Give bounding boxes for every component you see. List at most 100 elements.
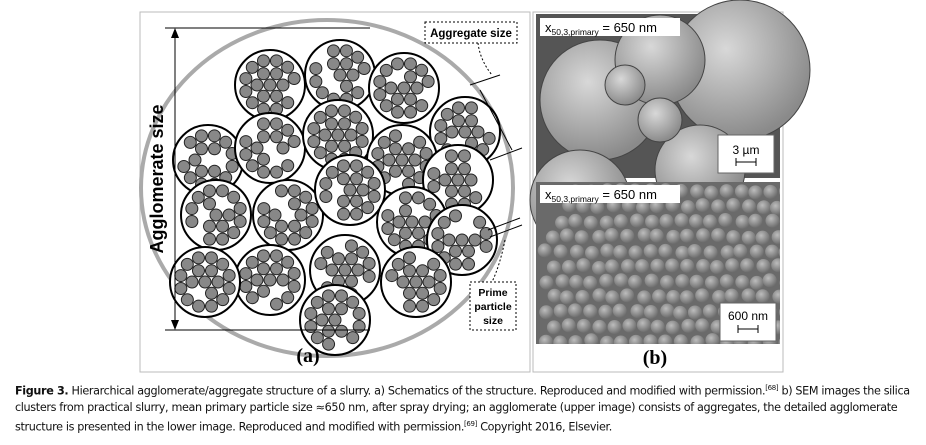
primary-particle [438,173,452,187]
reference[interactable]: [68] [765,384,779,392]
sem-particle [675,274,690,289]
sem-particle [719,274,734,289]
primary-particle [276,141,290,155]
sem-particle [644,273,659,288]
primary-particle [191,264,205,278]
sem-particle [583,275,598,290]
sem-particle [765,213,780,228]
primary-particle [275,219,289,233]
primary-particle [409,275,423,289]
primary-particle [352,306,366,320]
sem-particle [592,319,607,334]
prime-label: particle [474,301,512,313]
bottom-annotation: x50,3,primary = 650 nm [545,187,657,204]
sem-particle [599,215,614,230]
primary-particle [315,86,329,100]
sem-particle [605,290,620,305]
sem-particle [755,289,770,304]
reference[interactable]: [69] [464,419,478,428]
primary-particle [314,257,328,271]
primary-particle [434,132,448,146]
primary-particle [256,67,270,81]
sem-particle [733,244,748,259]
sem-particle [778,308,780,317]
primary-particle [336,172,350,186]
primary-particle [215,184,229,198]
sem-particle [620,228,635,243]
primary-particle [207,129,221,143]
primary-particle [338,263,352,277]
primary-particle [239,135,253,149]
sem-particle [687,243,702,258]
primary-particle [397,81,411,95]
sem-particle [650,319,665,334]
primary-particle [245,60,259,74]
primary-particle [346,68,360,82]
primary-particle [239,72,253,86]
primary-particle [373,75,387,89]
primary-particle [209,208,223,222]
primary-particle [227,226,241,240]
top-annotation: x50,3,primary = 650 nm [545,20,657,37]
primary-particle [381,222,395,236]
primary-particle [263,78,277,92]
sem-particle [690,335,705,344]
primary-particle [205,299,219,313]
sem-particle [778,187,780,196]
primary-particle [457,162,471,176]
aggregate [234,112,306,184]
sem-particle [734,184,749,199]
primary-particle [268,208,282,222]
sem-particle [576,258,591,273]
primary-particle [482,131,496,145]
sem-particle [659,214,674,229]
primary-particle [315,313,329,327]
sem-particle [779,280,780,286]
primary-particle [427,293,441,307]
primary-particle [381,209,395,223]
sem-particle [645,214,660,229]
sem-particle [590,200,605,215]
primary-particle [367,176,381,190]
primary-particle [349,110,363,124]
primary-particle [335,324,349,338]
panel-b-label: (b) [643,347,667,369]
primary-particle [309,62,323,76]
primary-particle [245,96,259,110]
sem-particle [673,334,688,344]
primary-particle [204,264,218,278]
sem-particle [725,258,740,273]
primary-particle [257,152,271,166]
aggregate-size-box [424,21,518,44]
aggregate [314,154,386,226]
primary-particle [269,249,283,263]
primary-particle [320,245,334,259]
primary-particle [371,147,385,161]
primary-particle [405,215,419,229]
primary-particle [464,114,478,128]
primary-particle [412,226,426,240]
primary-particle [326,44,340,58]
primary-particle [337,207,351,221]
sem-particle [592,260,607,275]
sem-particle [598,304,613,319]
sem-particle [635,259,650,274]
primary-particle [183,171,197,185]
primary-particle [245,159,259,173]
sem-particle [718,213,733,228]
primary-particle [321,289,335,303]
primary-particle [192,299,206,313]
primary-particle [239,267,253,281]
primary-particle [322,324,336,338]
sem-particle [735,275,750,290]
primary-particle [310,331,324,345]
primary-particle [468,233,482,247]
primary-particle [455,233,469,247]
sem-particle [660,275,675,290]
sem-particle [620,288,635,303]
sem-particle [637,290,652,305]
primary-particle [361,201,375,215]
primary-particle [270,297,284,311]
primary-particle [389,164,403,178]
sem-particle [569,274,584,289]
